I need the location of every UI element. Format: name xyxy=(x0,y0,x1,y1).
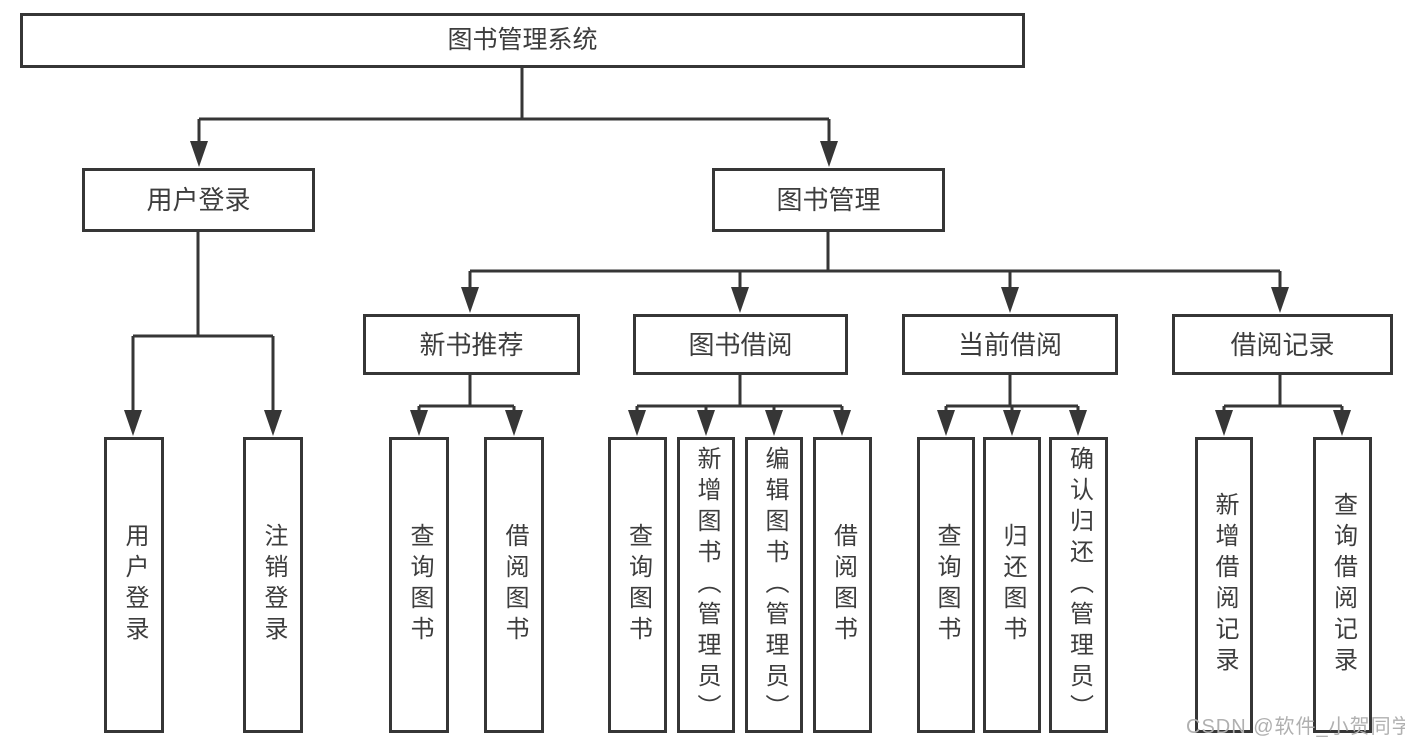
node-borrowing-records: 借阅记录 xyxy=(1172,314,1393,375)
node-leaf-query-books-2: 查询图书 xyxy=(608,437,667,733)
node-book-management-system: 图书管理系统 xyxy=(20,13,1025,68)
node-current-borrowing: 当前借阅 xyxy=(902,314,1118,375)
node-leaf-user-login: 用户登录 xyxy=(104,437,164,733)
node-leaf-borrow-books-2: 借阅图书 xyxy=(813,437,872,733)
node-new-book-recommendation: 新书推荐 xyxy=(363,314,580,375)
node-user-login: 用户登录 xyxy=(82,168,315,232)
node-leaf-add-borrow-record: 新增借阅记录 xyxy=(1195,437,1253,733)
arrowhead-icons xyxy=(124,141,1351,436)
node-leaf-add-book-admin: 新增图书（管理员） xyxy=(677,437,735,733)
node-book-management: 图书管理 xyxy=(712,168,945,232)
node-leaf-query-books-3: 查询图书 xyxy=(917,437,975,733)
csdn-watermark: CSDN @软件_小贺同学 xyxy=(1186,716,1405,738)
node-leaf-logout: 注销登录 xyxy=(243,437,303,733)
node-leaf-query-books-1: 查询图书 xyxy=(389,437,449,733)
node-leaf-edit-book-admin: 编辑图书（管理员） xyxy=(745,437,803,733)
node-leaf-return-book: 归还图书 xyxy=(983,437,1041,733)
node-leaf-confirm-return-admin: 确认归还（管理员） xyxy=(1049,437,1108,733)
node-leaf-borrow-books-1: 借阅图书 xyxy=(484,437,544,733)
node-leaf-query-borrow-record: 查询借阅记录 xyxy=(1313,437,1372,733)
node-book-borrowing: 图书借阅 xyxy=(633,314,848,375)
